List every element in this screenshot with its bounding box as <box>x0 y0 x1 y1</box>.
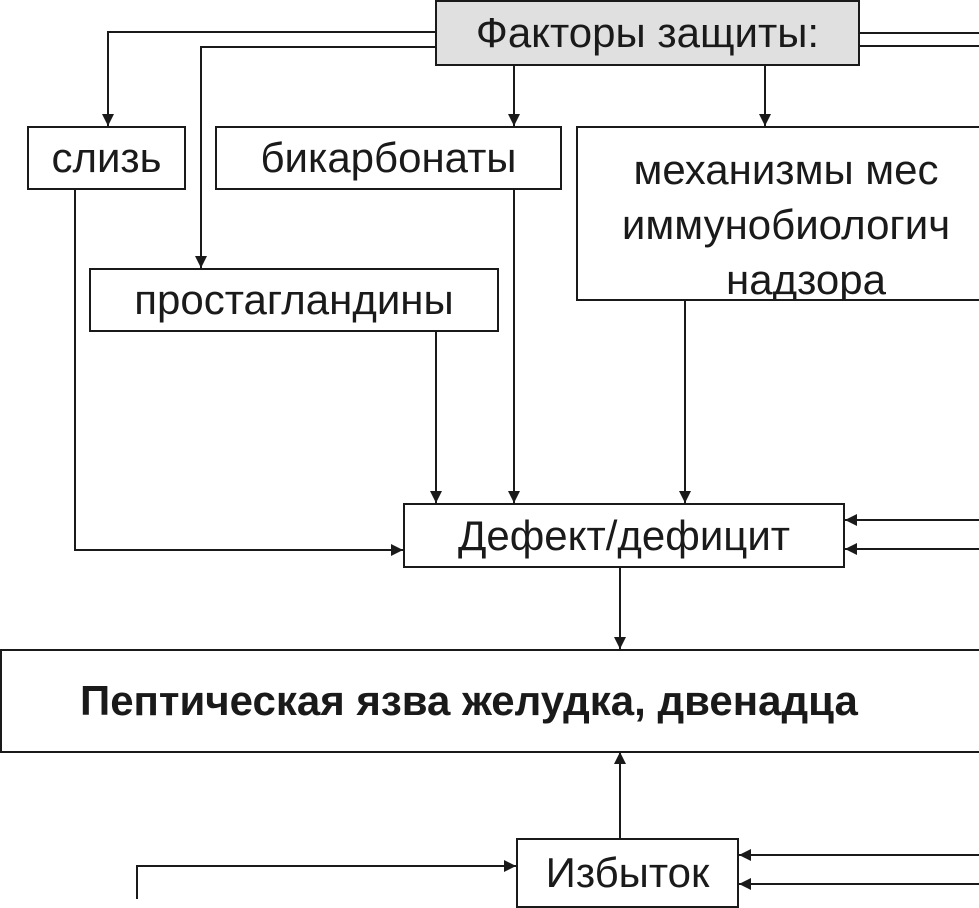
excess-label: Избыток <box>545 849 710 896</box>
mechanisms-line-1: механизмы мес <box>633 146 939 193</box>
mucus-box: слизь <box>27 126 186 190</box>
mucus-label: слизь <box>51 134 162 181</box>
peptic-ulcer-label: Пептическая язва желудка, двенадца <box>80 677 858 724</box>
mechanisms-line-2: иммунобиологич <box>621 201 951 248</box>
arrow-factors-to-prostaglandins <box>195 46 436 268</box>
bicarbonates-box: бикарбонаты <box>215 126 562 190</box>
protective-factors-box: Факторы защиты: <box>435 0 860 66</box>
prostaglandins-label: простагландины <box>134 276 454 323</box>
mechanisms-line-3: надзора <box>726 256 886 301</box>
mechanisms-box: механизмы мес иммунобиологич надзора <box>576 126 979 301</box>
excess-box: Избыток <box>516 838 739 908</box>
protective-factors-label: Факторы защиты: <box>475 9 820 56</box>
bicarbonates-label: бикарбонаты <box>260 134 517 181</box>
arrow-factors-to-mucus <box>102 31 436 126</box>
prostaglandins-box: простагландины <box>89 268 499 332</box>
arrow-left-to-excess <box>136 860 516 899</box>
defect-deficit-label: Дефект/дефицит <box>457 511 791 559</box>
peptic-ulcer-box: Пептическая язва желудка, двенадца <box>0 649 979 753</box>
defect-deficit-box: Дефект/дефицит <box>403 503 845 568</box>
arrow-mucus-to-defect <box>74 189 403 556</box>
